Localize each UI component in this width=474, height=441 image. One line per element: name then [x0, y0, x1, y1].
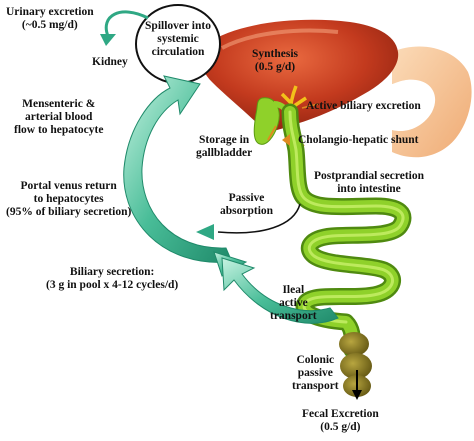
spillover-label: Spillover into systemic circulation — [145, 20, 211, 58]
biliary-secretion-label: Biliary secretion: (3 g in pool x 4-12 c… — [46, 266, 179, 291]
portal-label: Portal venus return to hepatocytes (95% … — [6, 180, 132, 218]
storage-label: Storage in gallbladder — [196, 134, 253, 159]
fecal-excretion-label: Fecal Excretion (0.5 g/d) — [302, 408, 379, 433]
postprandial-label: Postprandial secretion into intestine — [314, 170, 424, 195]
colon-shape — [339, 332, 372, 397]
ileal-transport-label: Ileal active transport — [270, 284, 317, 322]
passive-absorption-label: Passive absorption — [220, 192, 274, 217]
liver-shape — [200, 19, 399, 131]
ileal-transport-arrow — [221, 257, 339, 324]
colonic-transport-label: Colonic passive transport — [292, 354, 339, 392]
mesenteric-label: Mensenteric & arterial blood flow to hep… — [14, 98, 104, 136]
urinary-arrow — [104, 10, 149, 37]
portal-return-arrow — [123, 75, 233, 263]
passive-absorption-arrow — [217, 203, 301, 234]
kidney-label: Kidney — [92, 56, 128, 68]
stomach-shape — [392, 46, 472, 158]
synthesis-label: Synthesis (0.5 g/d) — [252, 48, 299, 73]
active-biliary-excretion-label: Active biliary excretion — [306, 100, 421, 112]
cholangio-hepatic-shunt-label: Cholangio-hepatic shunt — [298, 134, 419, 146]
urinary-excretion-label: Urinary excretion (~0.5 mg/d) — [6, 6, 94, 31]
